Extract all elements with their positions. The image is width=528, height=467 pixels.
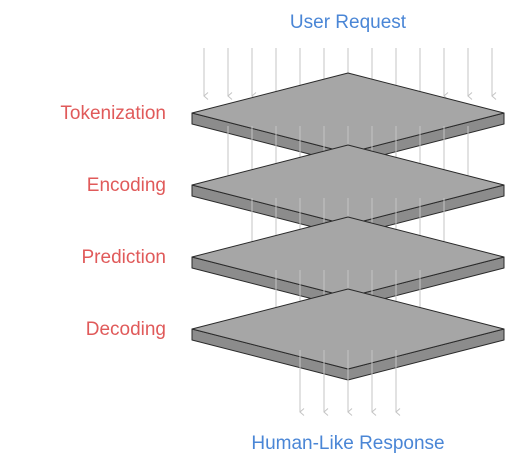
layer-label-tokenization: Tokenization [60, 103, 166, 124]
output-label: Human-Like Response [251, 433, 445, 454]
layer-label-prediction: Prediction [81, 247, 167, 268]
layer-label-decoding: Decoding [85, 319, 166, 340]
input-label: User Request [289, 12, 407, 33]
layer-label-encoding: Encoding [86, 175, 166, 196]
